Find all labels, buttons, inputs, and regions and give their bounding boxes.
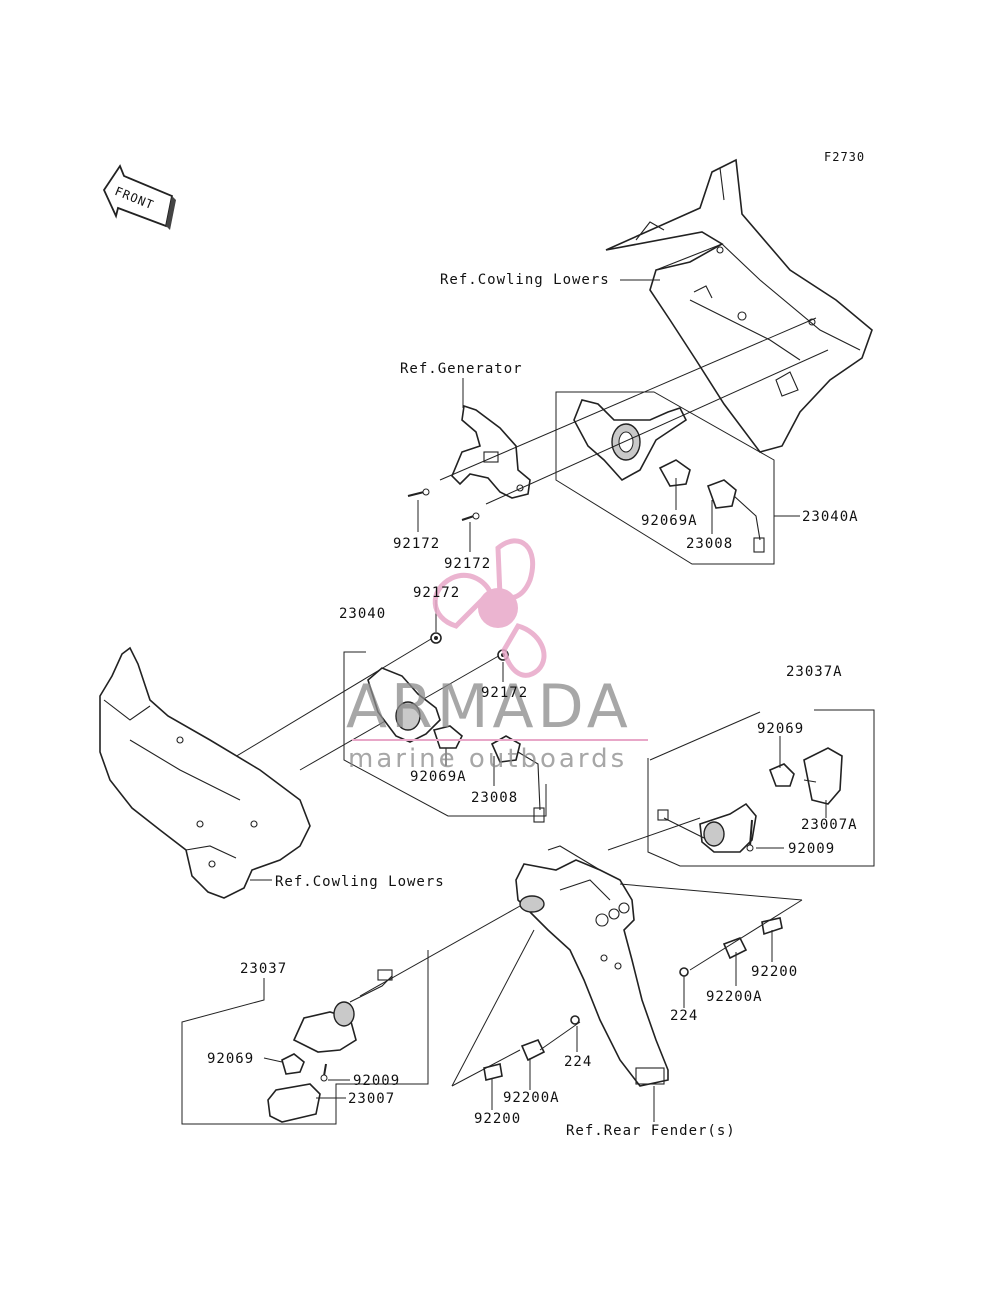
ref-generator-label: Ref.Generator [400, 361, 523, 377]
bulb-92069-left [281, 1053, 305, 1075]
part-label-23008: 23008 [471, 790, 519, 806]
group-outline-23040A [555, 391, 800, 565]
part-label-92172: 92172 [393, 536, 441, 552]
bulb-92069A-upper [658, 459, 691, 487]
lens-23007A [803, 747, 843, 805]
nut-224-right [679, 967, 689, 977]
generator-bracket-shape [451, 404, 531, 499]
part-label-92200: 92200 [751, 964, 799, 980]
upper-cowling-lowers-shape [605, 158, 873, 453]
part-label-92069A: 92069A [410, 769, 467, 785]
lower-cowling-lowers-shape [99, 646, 311, 899]
ref-cowling-lowers-upper-label: Ref.Cowling Lowers [440, 272, 610, 288]
screw-92009-right [746, 819, 754, 852]
watermark-brand: ARMADA [346, 672, 632, 742]
part-label-92069A: 92069A [641, 513, 698, 529]
part-label-92172: 92172 [481, 685, 529, 701]
label-leader-lines [250, 279, 827, 1122]
turn-signal-23040-housing [367, 667, 441, 743]
screw-92009-left [320, 1063, 328, 1082]
part-label-23040: 23040 [339, 606, 387, 622]
bulb-92069A-lower [432, 725, 463, 749]
part-label-92069: 92069 [207, 1051, 255, 1067]
part-label-92172: 92172 [413, 585, 461, 601]
part-label-92172: 92172 [444, 556, 492, 572]
ref-cowling-lowers-lower-label: Ref.Cowling Lowers [275, 874, 445, 890]
figure-code: F2730 [824, 150, 866, 164]
part-label-92009: 92009 [788, 841, 836, 857]
turn-signal-23037A-housing [657, 802, 757, 853]
part-label-23040A: 23040A [802, 509, 859, 525]
part-label-92200A: 92200A [503, 1090, 560, 1106]
armada-propeller-logo-icon [432, 538, 547, 678]
group-outline-23037 [181, 950, 429, 1125]
ref-rear-fender-label: Ref.Rear Fender(s) [566, 1123, 736, 1139]
turn-signal-23040A-housing [573, 399, 688, 482]
part-label-92069: 92069 [757, 721, 805, 737]
plate-92200-left [483, 1063, 503, 1081]
plate-92200A-left [520, 1038, 546, 1062]
part-label-23007A: 23007A [801, 817, 858, 833]
part-label-23037A: 23037A [786, 664, 843, 680]
socket-23008-lower [490, 735, 545, 823]
nut-224-left [570, 1015, 580, 1025]
part-label-23008: 23008 [686, 536, 734, 552]
part-label-92009: 92009 [353, 1073, 401, 1089]
front-arrow-icon [102, 164, 176, 230]
part-label-224: 224 [564, 1054, 593, 1070]
part-label-224: 224 [670, 1008, 699, 1024]
alignment-lines-upper [219, 317, 829, 771]
bulb-92069-right [768, 763, 795, 787]
lens-23007 [267, 1083, 321, 1123]
part-label-23037: 23037 [240, 961, 288, 977]
rear-fender-bracket-shape [515, 845, 669, 1087]
part-label-92200A: 92200A [706, 989, 763, 1005]
group-outline-23040 [343, 651, 547, 817]
part-label-92200: 92200 [474, 1111, 522, 1127]
watermark-tagline: marine outboards [348, 744, 628, 774]
bolt-92172-lower-left [430, 632, 442, 644]
plate-92200A-right [722, 936, 748, 960]
bolt-92172-upper-right [461, 512, 480, 521]
turn-signal-23037-housing [292, 969, 393, 1053]
socket-23008-upper [706, 479, 765, 553]
part-label-23007: 23007 [348, 1091, 396, 1107]
bolt-92172-upper-left [407, 488, 430, 497]
